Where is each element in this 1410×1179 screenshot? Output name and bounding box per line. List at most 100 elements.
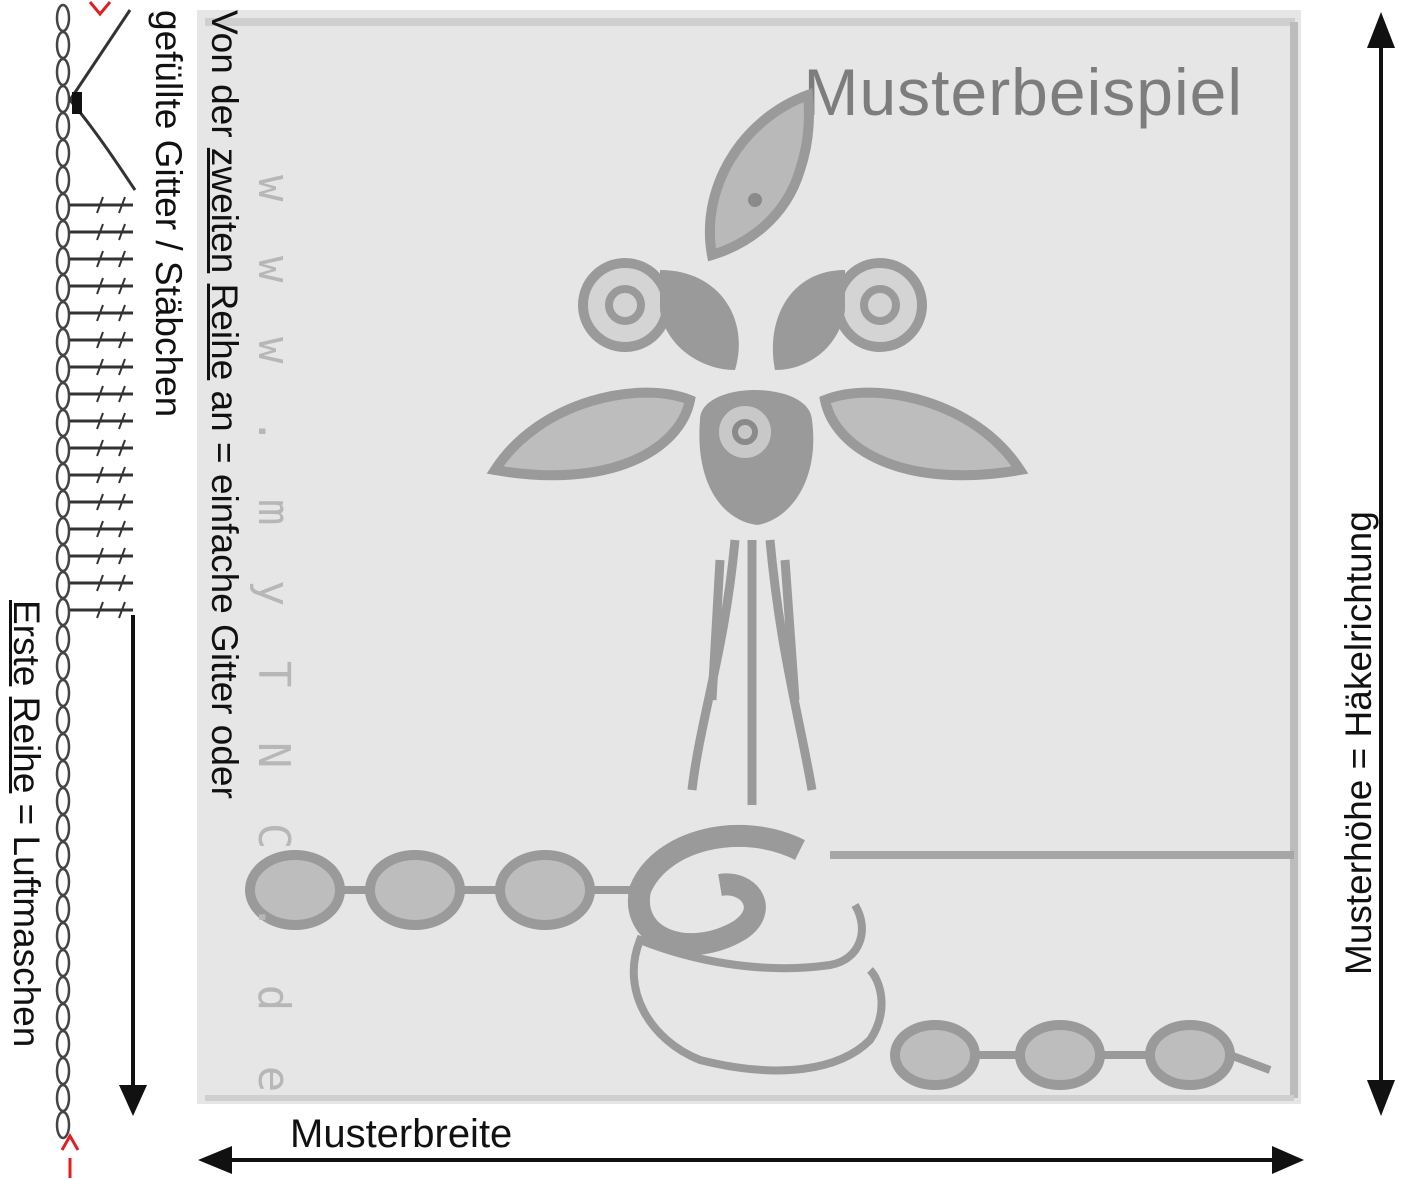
stitch-tick (118, 412, 126, 430)
left-leaf (486, 387, 696, 481)
chain-stitch-oval (55, 570, 71, 600)
chain-stitch-oval (55, 840, 71, 870)
chain-stitch-oval (55, 786, 71, 816)
stitch-tick (118, 439, 126, 457)
chain-stitch-oval (55, 1002, 71, 1032)
chain-stitch-oval (55, 867, 71, 897)
chain-stitch-oval (55, 354, 71, 384)
second-row-label: Von der zweiten Reihe an = einfache Gitt… (204, 10, 245, 799)
chain-stitch-oval (55, 948, 71, 978)
chain-stitch-oval (55, 165, 71, 195)
chain-stitch-oval (55, 408, 71, 438)
stitch-tick (118, 196, 126, 214)
chain-stitch-oval (55, 111, 71, 141)
right-leaf (819, 387, 1029, 481)
chain-stitch-oval (55, 1083, 71, 1113)
stitch-tick (96, 385, 104, 403)
center-rose (699, 390, 814, 525)
chain-stitch-oval (55, 192, 71, 222)
chain-stitch-oval (55, 705, 71, 735)
chain-stitch-oval (55, 894, 71, 924)
chain-stitch-oval (55, 543, 71, 573)
chain-stitch-oval (55, 975, 71, 1005)
second-row-word-reihe: Reihe (204, 283, 245, 381)
stitch-tick (118, 250, 126, 268)
top-leaf (704, 88, 815, 262)
second-row-prefix: Von der (204, 10, 245, 148)
stitch-tick (118, 277, 126, 295)
stitch-tick (96, 277, 104, 295)
stitch-tick (118, 466, 126, 484)
chain-stitch-oval (55, 489, 71, 519)
left-rose (578, 258, 739, 370)
chain-stitch-oval (55, 921, 71, 951)
left-ovals (245, 850, 595, 930)
stitch-tick (118, 304, 126, 322)
stitch-tick (118, 601, 126, 619)
stitch-tick (96, 466, 104, 484)
stitch-tick (96, 601, 104, 619)
stitch-tick (96, 331, 104, 349)
second-row-label-line2: gefüllte Gitter / Stäbchen (148, 10, 189, 418)
width-arrow-left (198, 1146, 232, 1174)
stems (687, 539, 817, 805)
chain-stitch-oval (55, 759, 71, 789)
stitch-tick (96, 493, 104, 511)
chain-stitch-oval (55, 1110, 71, 1140)
second-row-space (204, 273, 245, 283)
stitch-tick (118, 385, 126, 403)
chain-stitch-oval (55, 462, 71, 492)
chain-stitch-oval (55, 1056, 71, 1086)
chain-end-marker (60, 1132, 80, 1178)
stitch-tick (96, 439, 104, 457)
chain-stitch-oval (55, 300, 71, 330)
width-arrow-right (1272, 1146, 1304, 1174)
stitch-tick (96, 196, 104, 214)
first-row-label: Erste Reihe = Luftmaschen (6, 600, 47, 1047)
stitch-tick (96, 304, 104, 322)
stitch-tick (118, 358, 126, 376)
stitch-tick (118, 574, 126, 592)
right-rose (772, 258, 927, 370)
chain-stitch-oval (55, 678, 71, 708)
stitch-tick (118, 520, 126, 538)
chain-start-marker (88, 1, 112, 17)
chain-stitch-oval (55, 246, 71, 276)
bottom-swirl (627, 824, 886, 1075)
second-row-word-zweiten: zweiten (204, 147, 245, 274)
stitch-tick (118, 331, 126, 349)
chain-stitch-oval (55, 624, 71, 654)
first-row-word-reihe: Reihe (6, 696, 47, 794)
stitch-tick (118, 223, 126, 241)
chain-stitch-oval (55, 651, 71, 681)
stitch-tick (96, 250, 104, 268)
row-direction-arrowhead (119, 1085, 147, 1116)
chain-stitch-oval (55, 1029, 71, 1059)
chain-stitch-oval (55, 138, 71, 168)
chain-stitch-oval (55, 84, 71, 114)
first-row-word-erste: Erste (6, 600, 47, 687)
stitch-tick (118, 547, 126, 565)
pattern-title: Musterbeispiel (803, 55, 1243, 129)
chain-stitch-oval (55, 219, 71, 249)
chain-stitch-oval (55, 516, 71, 546)
chain-stitch-oval (55, 3, 71, 33)
height-arrow-top (1367, 12, 1395, 48)
chain-stitch-oval (55, 57, 71, 87)
stitch-tick (96, 520, 104, 538)
first-row-space (6, 686, 47, 696)
width-label: Musterbreite (290, 1112, 513, 1156)
chain-stitch-oval (55, 732, 71, 762)
stitch-tick (96, 223, 104, 241)
height-arrow-bottom (1367, 1080, 1395, 1116)
chain-stitch-oval (55, 597, 71, 627)
stitch-tick (96, 412, 104, 430)
stitch-tick (96, 547, 104, 565)
stitch-tick (96, 358, 104, 376)
height-label: Musterhöhe = Häkelrichtung (1338, 511, 1379, 975)
chain-stitch-oval (55, 30, 71, 60)
second-row-suffix: an = einfache Gitter oder (204, 380, 245, 799)
chain-stitch-oval (55, 381, 71, 411)
